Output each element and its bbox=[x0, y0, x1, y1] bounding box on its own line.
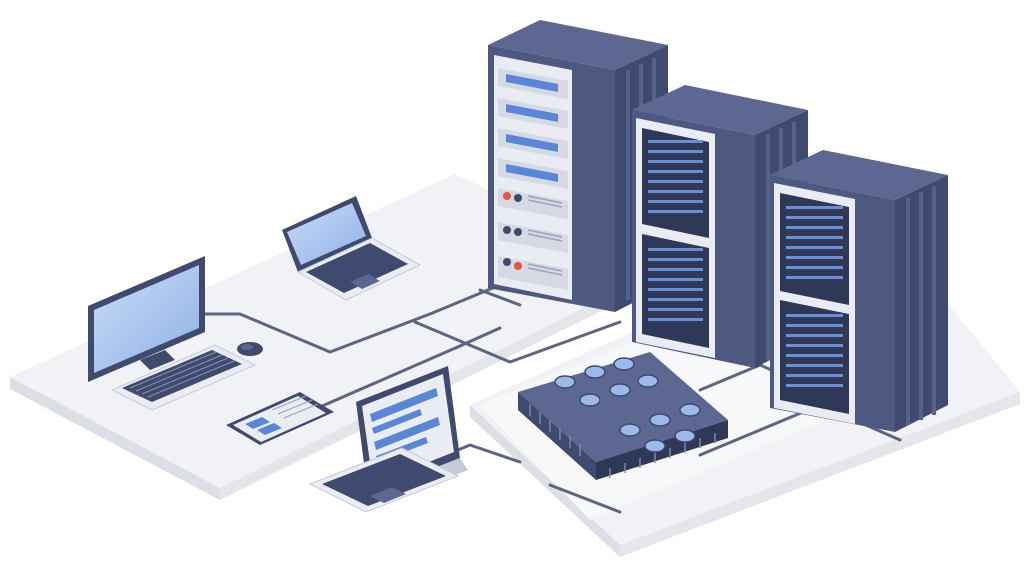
server-rack-right bbox=[770, 150, 948, 432]
network-switch-unit bbox=[518, 352, 728, 480]
monitor-screen bbox=[94, 265, 199, 373]
tablet bbox=[226, 392, 334, 445]
mouse bbox=[237, 342, 263, 356]
laptop-top-screen bbox=[287, 203, 366, 265]
status-light-icon bbox=[503, 192, 511, 200]
laptop-bottom bbox=[308, 366, 468, 513]
laptop-top bbox=[282, 196, 422, 301]
desktop-monitor bbox=[88, 256, 205, 382]
keyboard bbox=[110, 344, 257, 411]
